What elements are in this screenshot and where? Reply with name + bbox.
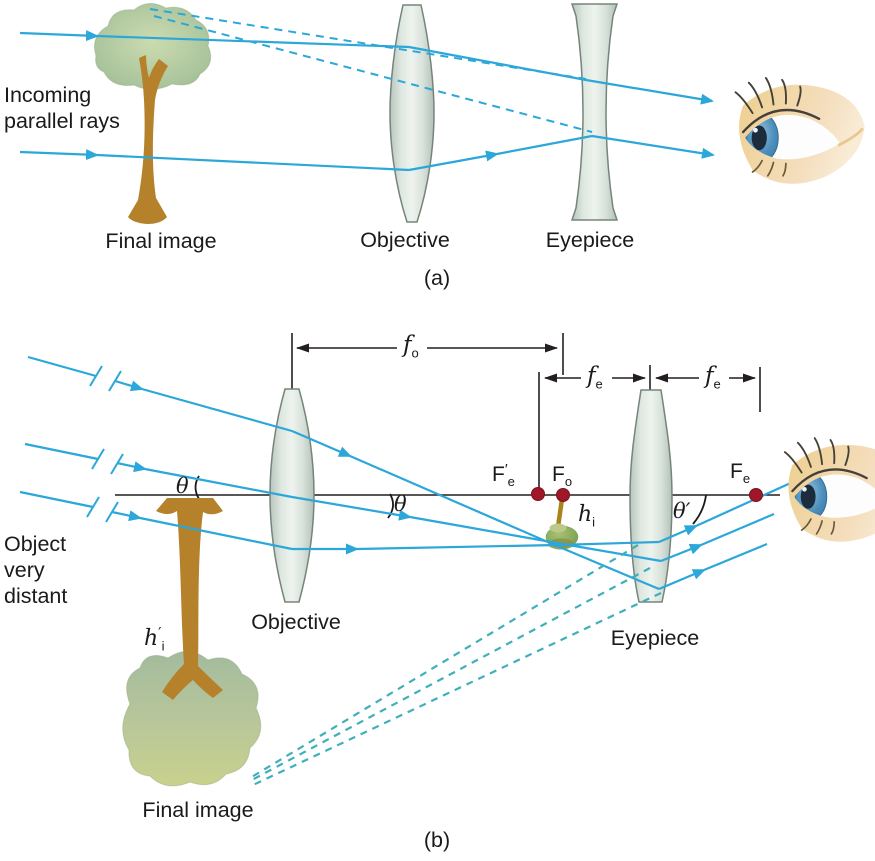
theta-axis-label: θ xyxy=(394,492,407,516)
final-image-label-b: Final image xyxy=(142,798,254,822)
final-image-height-label: h′i xyxy=(144,624,165,654)
F-e-label: Fe xyxy=(730,460,751,487)
theta-object-label: θ xyxy=(176,474,189,498)
eyepiece-lens-b xyxy=(629,389,673,603)
final-image-tree-canopy-a xyxy=(94,3,212,90)
dimension-lines xyxy=(291,333,761,489)
objective-label-b: Objective xyxy=(251,610,341,634)
light-rays-b xyxy=(19,355,796,591)
eyepiece-lens-a xyxy=(570,3,619,221)
light-rays-a xyxy=(19,30,715,172)
F-o-label: Fo xyxy=(552,463,573,490)
objective-lens-a xyxy=(389,4,435,223)
image-height-label: hi xyxy=(578,502,596,530)
focal-length-eyepiece-right-label: fe xyxy=(705,363,721,392)
focal-length-eyepiece-left-label: fe xyxy=(587,363,603,392)
ray-break-marks xyxy=(86,365,124,523)
F-prime-e-label: F′e xyxy=(492,461,515,490)
focal-points xyxy=(531,487,763,502)
objective-label-a: Objective xyxy=(360,228,450,252)
theta-prime-label: θ′ xyxy=(673,499,691,523)
focal-length-objective-label: fo xyxy=(403,332,419,361)
eye-b xyxy=(785,438,875,542)
panel-b-tag: (b) xyxy=(423,828,451,852)
focal-point-F-o xyxy=(556,488,570,502)
final-image-label-a: Final image xyxy=(105,229,217,253)
final-image-tree-trunk-a xyxy=(128,55,168,224)
virtual-rays-b xyxy=(249,544,662,786)
final-image-tree-canopy-b xyxy=(122,651,262,787)
eyepiece-label-b: Eyepiece xyxy=(610,626,700,650)
object-very-distant-label: Object very distant xyxy=(4,532,68,609)
angle-arcs xyxy=(194,475,707,525)
incoming-parallel-rays-label: Incoming parallel rays xyxy=(4,83,120,134)
focal-point-F-e xyxy=(749,488,763,502)
panel-a-graphics xyxy=(19,3,865,224)
eyepiece-label-a: Eyepiece xyxy=(545,228,635,252)
panel-a-tag: (a) xyxy=(423,266,451,290)
panel-b-graphics xyxy=(19,333,875,787)
focal-point-F-prime-e xyxy=(531,487,545,501)
virtual-rays-a xyxy=(149,8,593,133)
final-image-tree-trunk-b xyxy=(156,498,223,700)
objective-lens-b xyxy=(269,388,315,603)
eye-a xyxy=(736,78,865,184)
